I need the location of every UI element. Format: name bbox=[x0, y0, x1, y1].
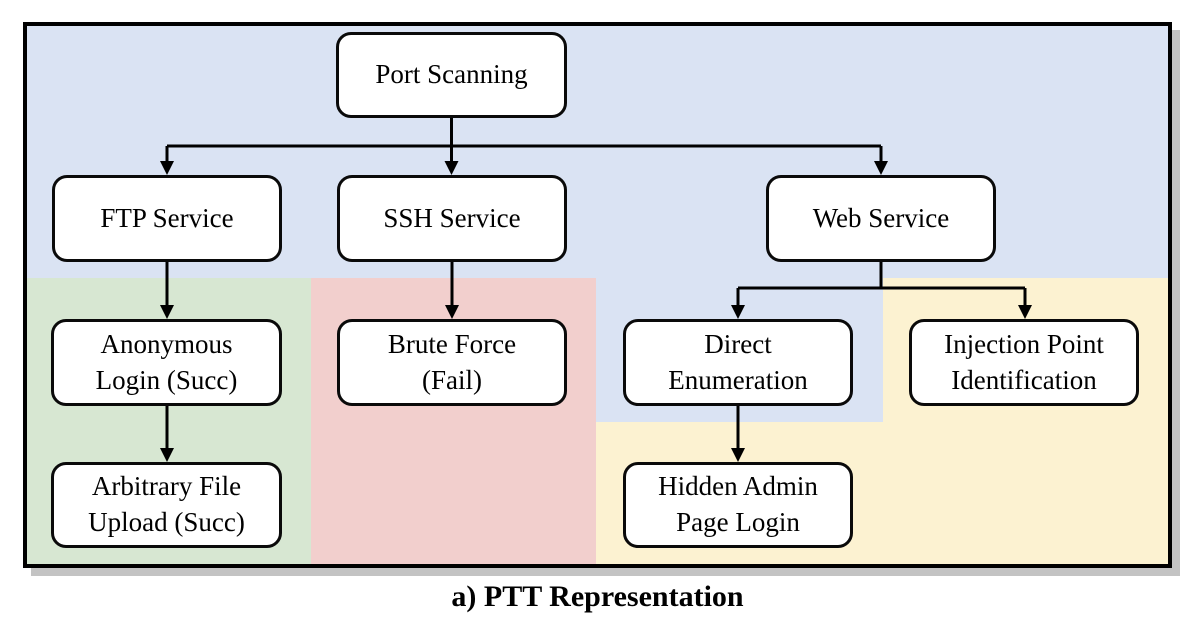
node-brute-force: Brute Force (Fail) bbox=[337, 319, 567, 406]
node-arbitrary-file-upload: Arbitrary File Upload (Succ) bbox=[51, 462, 282, 548]
figure-caption: a) PTT Representation bbox=[451, 580, 744, 613]
node-ftp-service: FTP Service bbox=[52, 175, 282, 262]
node-web-service: Web Service bbox=[766, 175, 996, 262]
connector-arrows bbox=[160, 118, 1032, 462]
node-hidden-admin-page-login: Hidden Admin Page Login bbox=[623, 462, 853, 548]
node-ssh-service: SSH Service bbox=[337, 175, 567, 262]
edge-lines bbox=[165, 118, 1027, 451]
node-direct-enumeration: Direct Enumeration bbox=[623, 319, 853, 406]
node-injection-point-identification: Injection Point Identification bbox=[909, 319, 1139, 406]
edge-arrowheads bbox=[160, 161, 1032, 462]
node-port-scanning: Port Scanning bbox=[336, 32, 567, 118]
ptt-figure-frame: Port Scanning FTP Service SSH Service We… bbox=[23, 22, 1172, 568]
node-anonymous-login: Anonymous Login (Succ) bbox=[51, 319, 282, 406]
